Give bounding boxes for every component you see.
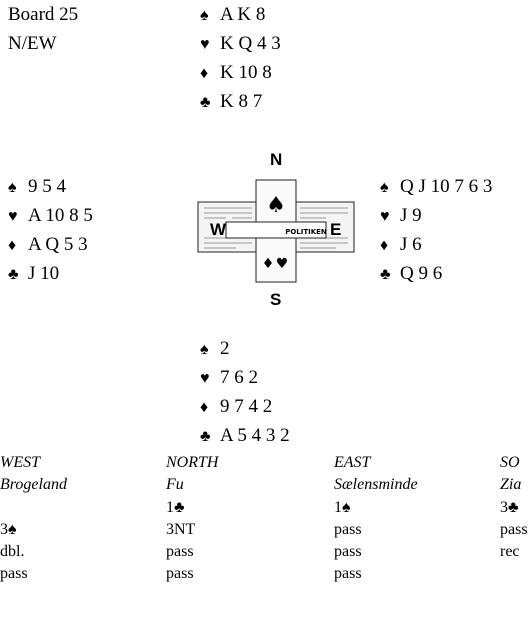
north-clubs: K 8 7: [220, 91, 262, 112]
west-clubs: J 10: [28, 263, 59, 284]
heart-icon: ♥: [200, 30, 220, 59]
bid-r2-east: pass: [334, 519, 362, 541]
west-hand: ♠9 5 4 ♥A 10 8 5 ♦A Q 5 3 ♣J 10: [8, 172, 93, 288]
south-clubs: A 5 4 3 2: [220, 425, 290, 446]
player-east: Sælensminde: [334, 474, 418, 496]
south-hand: ♠2 ♥7 6 2 ♦9 7 4 2 ♣A 5 4 3 2: [200, 334, 290, 450]
spade-icon: ♠: [8, 173, 28, 202]
bid-r1-north: 1♣: [166, 497, 185, 519]
bid-r3-west: dbl.: [0, 541, 24, 563]
player-north: Fu: [166, 474, 184, 496]
diamond-icon: ♦: [380, 231, 400, 260]
heart-icon: ♥: [200, 364, 220, 393]
south-hearts: 7 6 2: [220, 367, 258, 388]
svg-text:♥: ♥: [276, 256, 289, 272]
north-spades: A K 8: [220, 4, 265, 25]
auction-table: WEST NORTH EAST SO Brogeland Fu Sælensmi…: [0, 452, 532, 630]
east-spades: Q J 10 7 6 3: [400, 176, 492, 197]
bid-r1-south: 3♣: [500, 497, 519, 519]
diamond-icon: ♦: [200, 59, 220, 88]
west-spades: 9 5 4: [28, 176, 66, 197]
svg-text:♦: ♦: [262, 256, 275, 272]
east-hearts: J 9: [400, 205, 422, 226]
seat-header-east: EAST: [334, 452, 370, 474]
bid-r1-east: 1♠: [334, 497, 351, 519]
bid-r3-north: pass: [166, 541, 194, 563]
bid-r3-south: rec: [500, 541, 520, 563]
north-diamonds: K 10 8: [220, 62, 272, 83]
seat-header-north: NORTH: [166, 452, 218, 474]
bid-r3-east: pass: [334, 541, 362, 563]
spade-icon: ♠: [200, 335, 220, 364]
heart-icon: ♥: [8, 202, 28, 231]
south-spades: 2: [220, 338, 230, 359]
heart-icon: ♥: [380, 202, 400, 231]
club-icon: ♣: [200, 88, 220, 117]
diamond-icon: ♦: [8, 231, 28, 260]
club-icon: ♣: [380, 260, 400, 289]
east-diamonds: J 6: [400, 234, 422, 255]
spade-icon: ♠: [200, 1, 220, 30]
bid-r4-north: pass: [166, 563, 194, 585]
south-diamonds: 9 7 4 2: [220, 396, 272, 417]
board-vulnerability: N/EW: [8, 29, 78, 58]
compass-west: W: [210, 220, 226, 240]
compass-graphic: ♠ ♦ ♥ POLITIKEN N W E S: [186, 150, 366, 315]
club-icon: ♣: [8, 260, 28, 289]
east-hand: ♠Q J 10 7 6 3 ♥J 9 ♦J 6 ♣Q 9 6: [380, 172, 492, 288]
spade-icon: ♠: [380, 173, 400, 202]
player-west: Brogeland: [0, 474, 67, 496]
bid-r2-south: pass: [500, 519, 528, 541]
bid-r4-west: pass: [0, 563, 28, 585]
compass-south: S: [270, 290, 281, 310]
compass-east: E: [330, 220, 341, 240]
bid-r2-north: 3NT: [166, 519, 195, 541]
north-hearts: K Q 4 3: [220, 33, 281, 54]
bid-r2-west: 3♠: [0, 519, 17, 541]
east-clubs: Q 9 6: [400, 263, 442, 284]
svg-text:♠: ♠: [266, 193, 286, 218]
seat-header-south: SO: [500, 452, 520, 474]
compass-north: N: [270, 150, 282, 170]
west-hearts: A 10 8 5: [28, 205, 93, 226]
player-south: Zia: [500, 474, 521, 496]
north-hand: ♠A K 8 ♥K Q 4 3 ♦K 10 8 ♣K 8 7: [200, 0, 281, 116]
west-diamonds: A Q 5 3: [28, 234, 88, 255]
diamond-icon: ♦: [200, 393, 220, 422]
logo-text: POLITIKEN: [285, 228, 327, 236]
club-icon: ♣: [200, 422, 220, 451]
seat-header-west: WEST: [0, 452, 40, 474]
board-number: Board 25: [8, 0, 78, 29]
board-info: Board 25 N/EW: [8, 0, 78, 58]
bid-r4-east: pass: [334, 563, 362, 585]
